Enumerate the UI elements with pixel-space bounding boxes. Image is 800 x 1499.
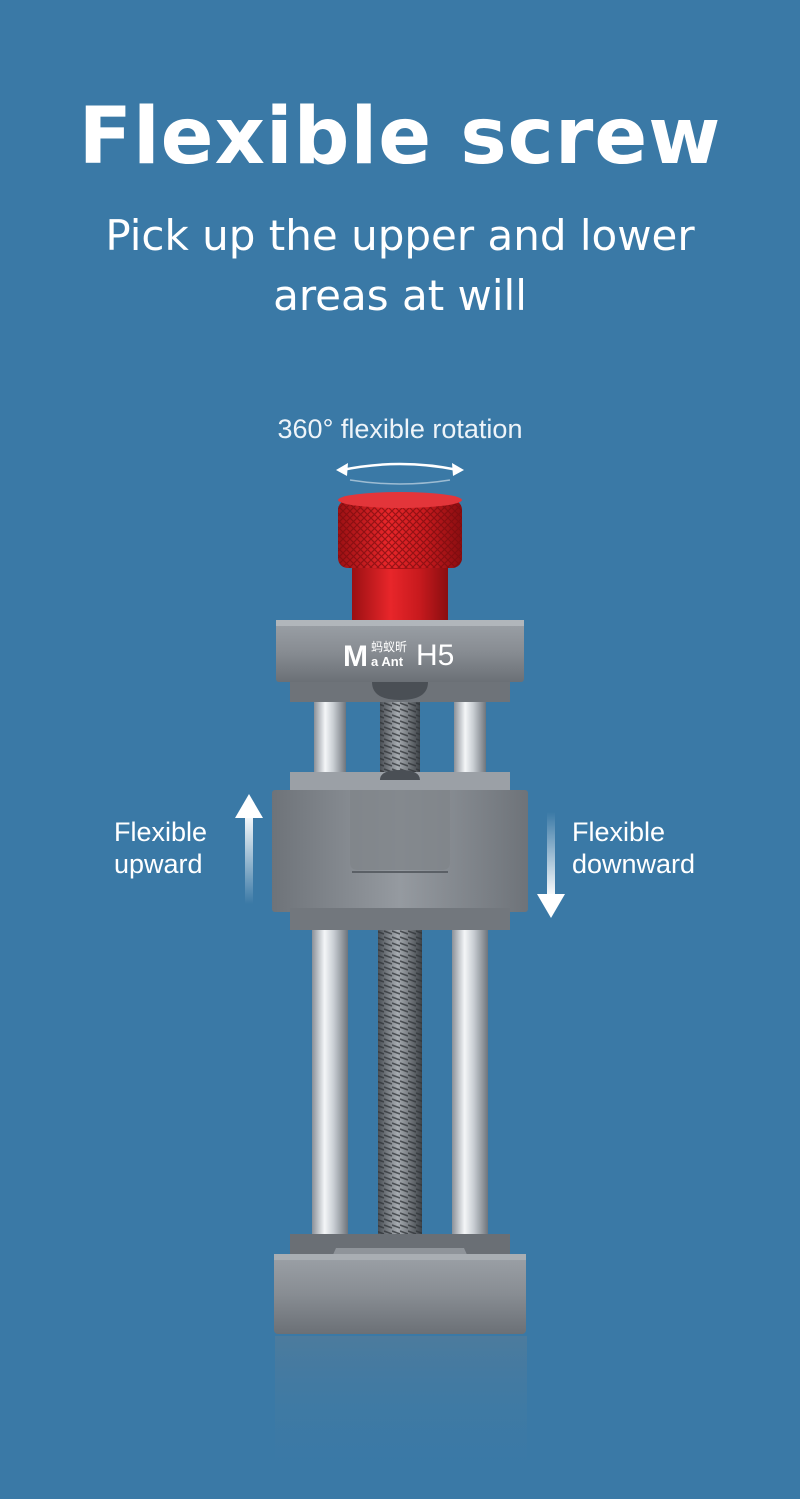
- flexible-upward-line-2: upward: [114, 849, 203, 879]
- right-guide-rod-upper: [454, 700, 486, 780]
- subtitle-line-2: areas at will: [273, 271, 527, 320]
- rotation-label: 360° flexible rotation: [277, 414, 523, 444]
- lead-screw-upper: [380, 690, 420, 780]
- model-label: H5: [416, 639, 454, 672]
- left-guide-rod-lower: [312, 928, 348, 1246]
- rotation-arrow-icon: [336, 462, 464, 485]
- flexible-downward-line-1: Flexible: [572, 817, 666, 847]
- brand-chinese-text: 蚂蚁昕: [371, 639, 407, 654]
- brand-ant-text: a Ant: [371, 654, 404, 669]
- left-guide-rod-upper: [314, 700, 346, 780]
- flexible-downward-line-2: downward: [572, 849, 696, 879]
- subtitle-line-1: Pick up the upper and lower: [105, 211, 695, 260]
- red-knob: [338, 492, 462, 620]
- base-block: [274, 1234, 526, 1334]
- flexible-upward-label: Flexible upward: [114, 816, 207, 880]
- arrow-up-icon: [235, 794, 263, 904]
- floor-reflection: [275, 1336, 527, 1486]
- flexible-downward-label: Flexible downward: [572, 816, 695, 880]
- right-guide-rod-lower: [452, 928, 488, 1246]
- brand-letter-m: M: [343, 640, 368, 673]
- lead-screw-lower: [378, 928, 422, 1238]
- subtitle: Pick up the upper and lower areas at wil…: [0, 206, 800, 326]
- brand-logo: M 蚂蚁昕 a Ant: [343, 639, 407, 673]
- headline: Flexible screw: [78, 92, 722, 182]
- arrow-down-icon: [537, 812, 565, 918]
- top-block: [276, 620, 524, 702]
- flexible-upward-line-1: Flexible: [114, 817, 208, 847]
- middle-sliding-block: [272, 770, 528, 930]
